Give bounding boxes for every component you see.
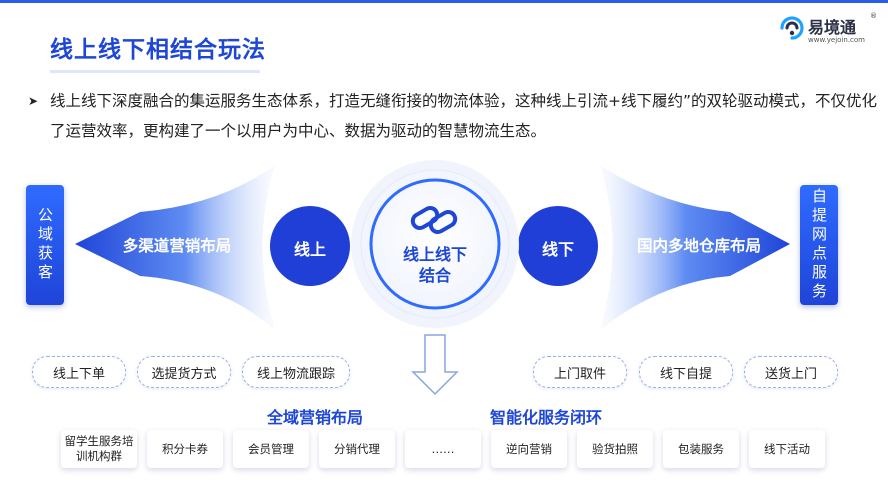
- card-reverse-marketing: 逆向营销: [491, 430, 567, 468]
- card-offline-events: 线下活动: [749, 430, 825, 468]
- card-more: ……: [405, 430, 481, 468]
- logo-name: 易境通: [808, 18, 857, 37]
- logo-icon: [780, 16, 804, 40]
- card-distribution-agent: 分销代理: [319, 430, 395, 468]
- logo-registered-mark: ®: [870, 12, 877, 20]
- card-points-coupons: 积分卡券: [147, 430, 223, 468]
- logo-url: www.yejoin.com: [808, 36, 865, 44]
- center-text: 线上线下 结合: [385, 244, 485, 286]
- offline-circle: [518, 206, 598, 286]
- online-circle: [270, 206, 350, 286]
- pickup-point-service-label: 自提网点服务: [800, 185, 838, 305]
- pill-online-order: 线上下单: [32, 356, 126, 388]
- pill-pickup-method: 选提货方式: [137, 356, 231, 388]
- center-ring: [369, 178, 501, 310]
- center-circle: [360, 169, 510, 319]
- card-packaging-service: 包装服务: [663, 430, 739, 468]
- offline-circle-text: 线下: [541, 240, 574, 259]
- center-text-line1: 线上线下: [402, 245, 467, 264]
- public-domain-acquisition-label: 公域获客: [26, 185, 64, 305]
- card-inspection-photo: 验货拍照: [577, 430, 653, 468]
- domestic-warehouse-text: 国内多地仓库布局: [636, 237, 761, 255]
- pickup-point-service-text: 自提网点服务: [810, 188, 828, 302]
- pill-offline-self-pickup: 线下自提: [639, 356, 733, 388]
- intro-text: 线上线下深度融合的集运服务生态体系，打造无缝衔接的物流体验，这种线上引流+线下履…: [50, 92, 878, 140]
- public-domain-acquisition-text: 公域获客: [36, 207, 54, 283]
- multi-channel-marketing-text: 多渠道营销布局: [122, 237, 232, 255]
- right-arrow-shape: [600, 165, 790, 330]
- card-member-management: 会员管理: [233, 430, 309, 468]
- bullet-arrow-icon: ➤: [28, 94, 39, 108]
- down-arrow-icon: [411, 334, 459, 396]
- pill-door-pickup: 上门取件: [533, 356, 627, 388]
- title-underline: [50, 70, 260, 73]
- card-text: 留学生服务培: [64, 434, 134, 448]
- card-text: 训机构群: [76, 449, 122, 463]
- pill-home-delivery: 送货上门: [744, 356, 838, 388]
- center-text-line2: 结合: [418, 266, 451, 285]
- online-circle-text: 线上: [293, 240, 326, 259]
- brand-logo: 易境通 ® www.yejoin.com: [778, 12, 888, 48]
- top-accent-bar: [0, 0, 888, 3]
- page-title: 线上线下相结合玩法: [50, 37, 266, 63]
- left-arrow-shape: [75, 165, 275, 330]
- section-omnichannel-marketing: 全域营销布局: [267, 408, 364, 427]
- section-smart-service-loop: 智能化服务闭环: [490, 408, 603, 427]
- pill-logistics-tracking: 线上物流跟踪: [242, 356, 350, 388]
- chain-link-icon: [410, 206, 458, 234]
- card-student-institutions: 留学生服务培训机构群: [61, 430, 137, 468]
